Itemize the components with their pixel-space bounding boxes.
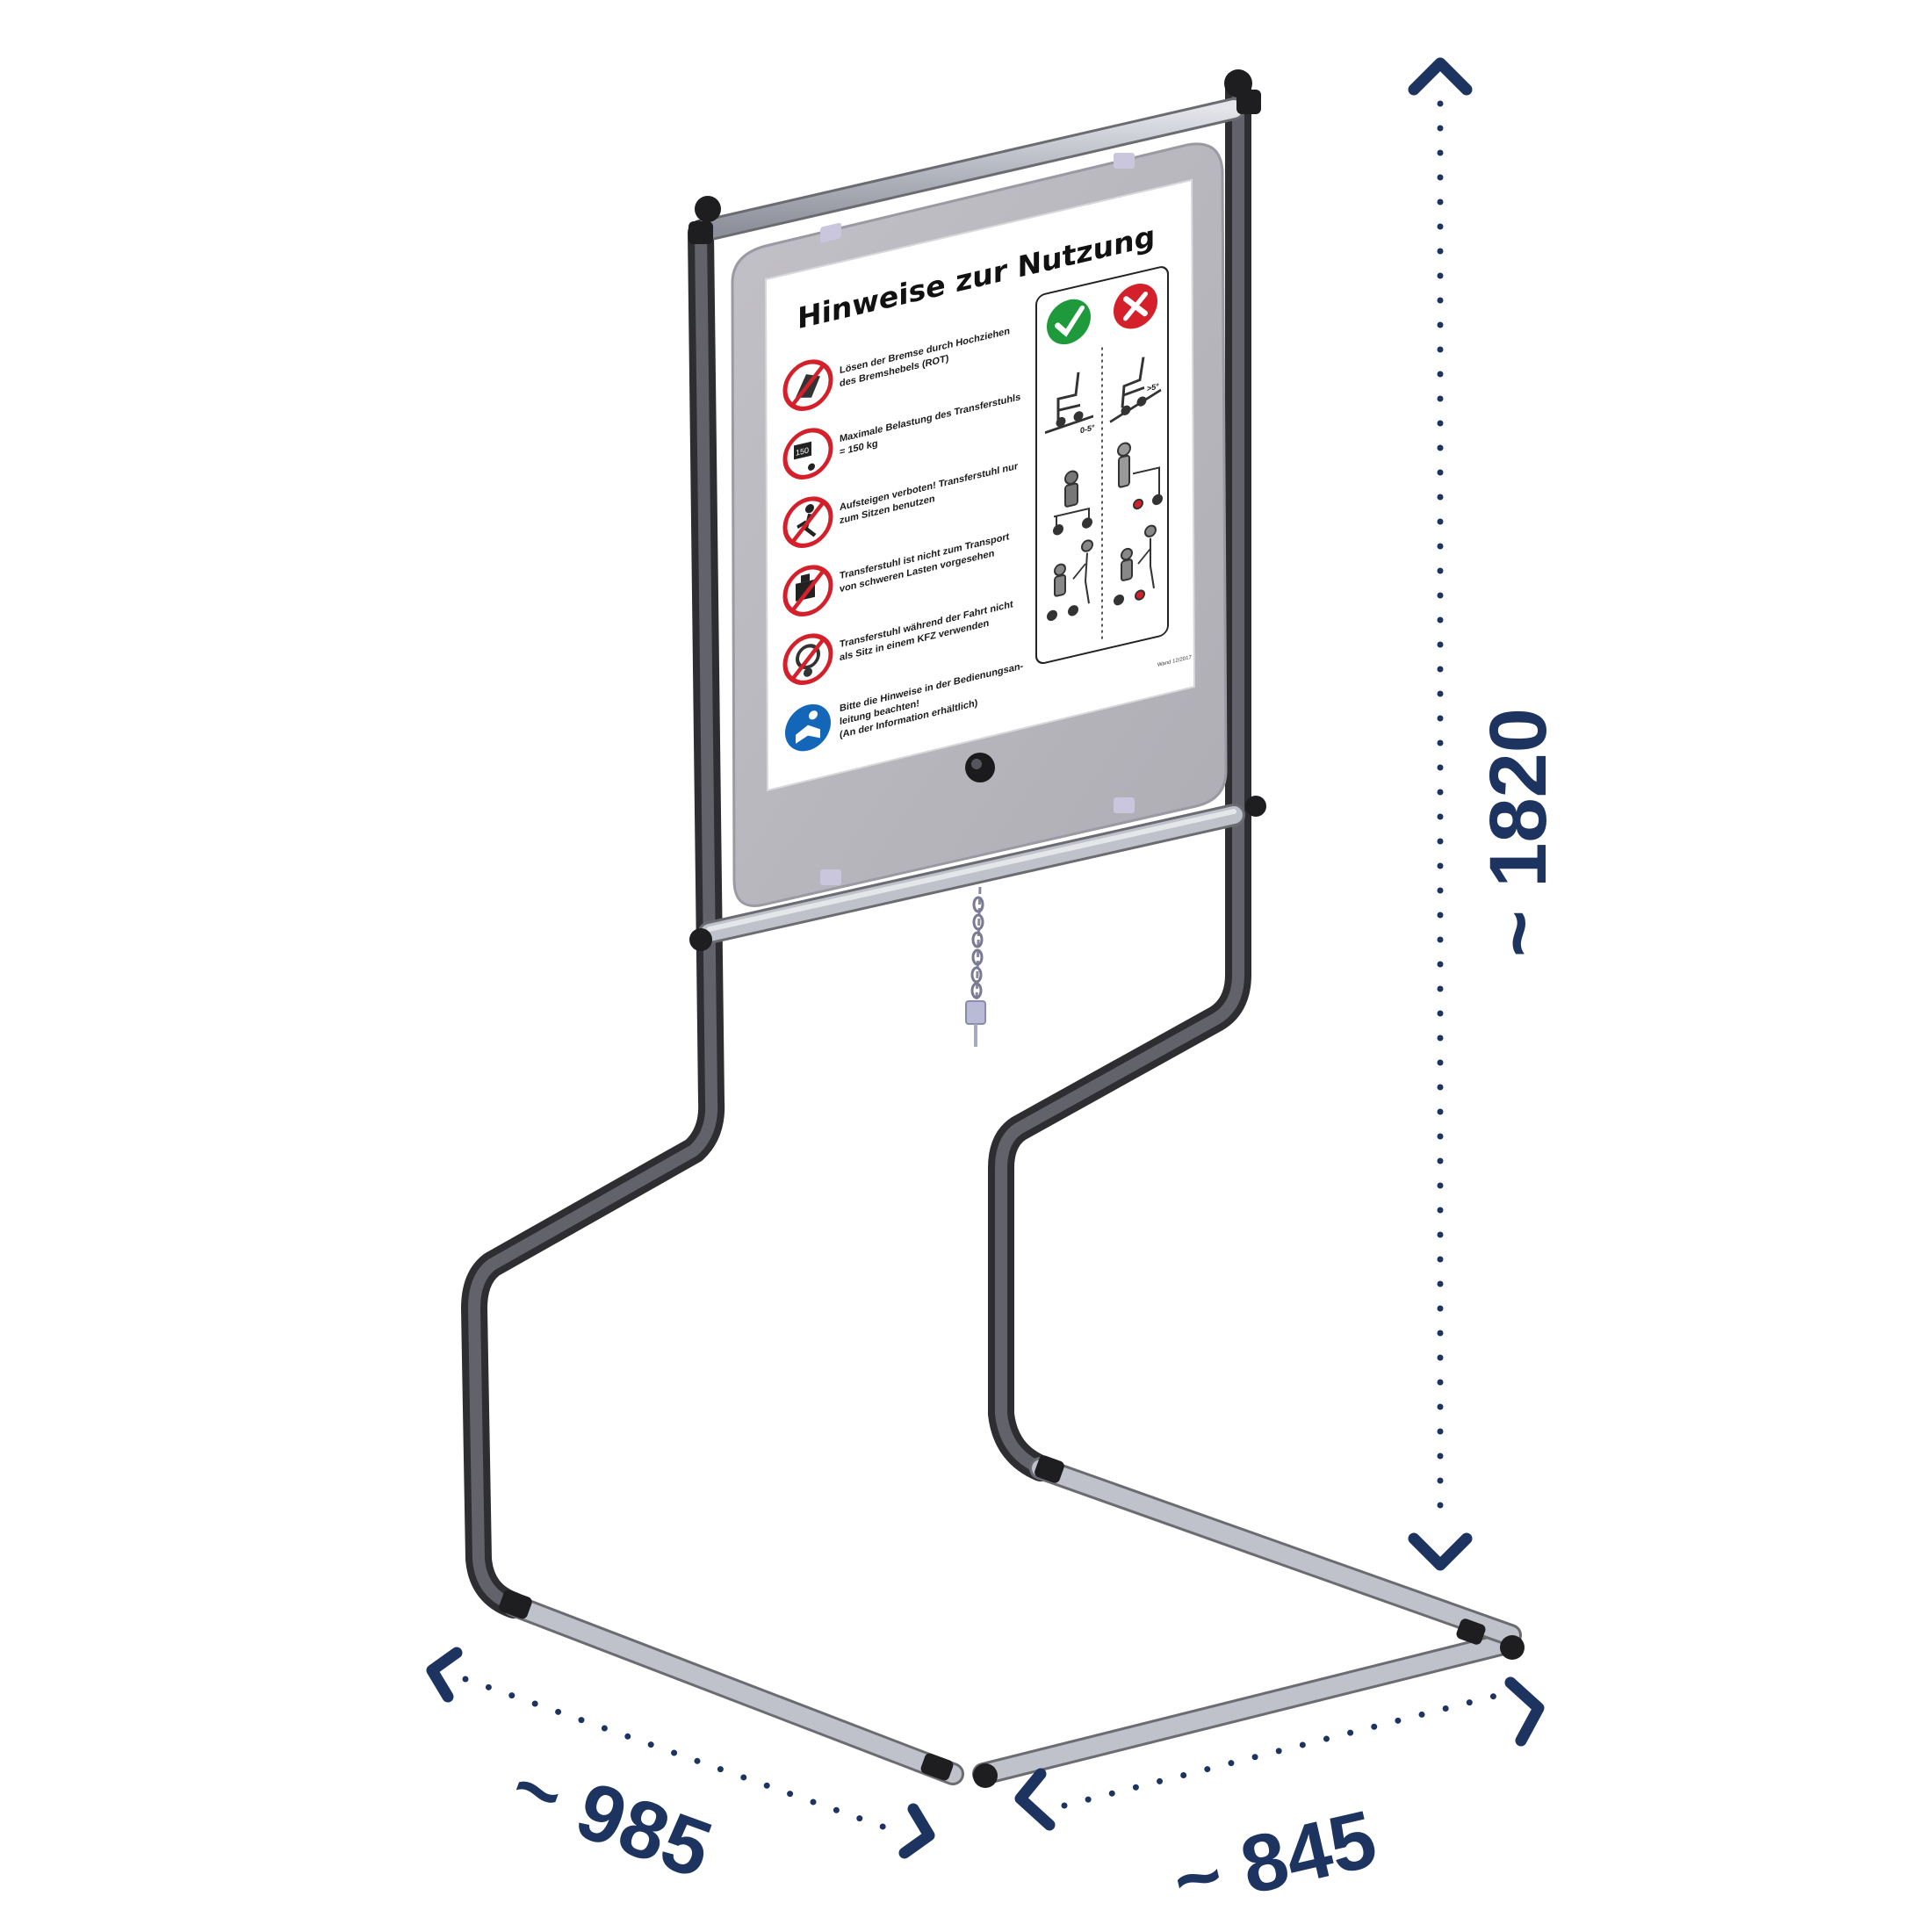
pushed-ok-icon bbox=[1047, 539, 1093, 622]
depth-left-arrow-icon bbox=[1014, 1768, 1056, 1831]
panel-clip bbox=[820, 869, 841, 885]
width-label: ~ 985 bbox=[500, 1741, 723, 1895]
brake-chain bbox=[965, 886, 986, 1047]
panel-clip bbox=[1114, 153, 1135, 169]
panel-clip bbox=[1114, 797, 1135, 813]
width-dimension: ~ 985 bbox=[426, 1647, 935, 1895]
depth-right-arrow-icon bbox=[1504, 1676, 1545, 1747]
connector bbox=[1034, 1455, 1064, 1483]
height-top-arrow-icon bbox=[1408, 57, 1473, 96]
svg-text:>5°: >5° bbox=[1147, 382, 1159, 393]
self-propelled-bad-icon bbox=[1114, 524, 1157, 606]
connector bbox=[689, 928, 712, 951]
left-frame-tube bbox=[461, 220, 725, 1618]
connector bbox=[1236, 90, 1261, 114]
height-dimension: ~ 1820 bbox=[1408, 57, 1563, 1571]
connector bbox=[1456, 1618, 1486, 1645]
connector bbox=[920, 1753, 954, 1781]
connector bbox=[695, 196, 721, 222]
standing-bad-icon bbox=[1117, 442, 1163, 510]
height-label: ~ 1820 bbox=[1474, 708, 1563, 957]
cross-bars bbox=[502, 97, 1522, 1785]
tube-connectors bbox=[499, 69, 1525, 1788]
depth-label: ~ 845 bbox=[1165, 1794, 1385, 1928]
connector bbox=[1500, 1635, 1525, 1660]
connector bbox=[499, 1590, 532, 1619]
sign-panel: Hinweise zur Nutzung Lösen der Bremse du… bbox=[731, 142, 1228, 907]
svg-text:150: 150 bbox=[796, 446, 809, 458]
connector bbox=[973, 1763, 998, 1788]
chain-end-plug bbox=[965, 1000, 986, 1025]
sitting-ok-icon bbox=[1053, 470, 1092, 536]
stand-frame bbox=[461, 75, 1251, 1618]
do-dont-box: 0-5° >5° bbox=[1035, 266, 1169, 665]
panel-clip bbox=[820, 222, 841, 243]
slope-bad-icon bbox=[1109, 357, 1162, 423]
depth-dotted-line bbox=[1061, 1690, 1510, 1809]
connector bbox=[688, 221, 713, 244]
slope-ok-icon bbox=[1044, 371, 1094, 435]
svg-text:0-5°: 0-5° bbox=[1080, 423, 1095, 436]
width-left-arrow-icon bbox=[426, 1647, 463, 1703]
height-bottom-arrow-icon bbox=[1408, 1532, 1473, 1571]
connector bbox=[1245, 796, 1266, 817]
width-right-arrow-icon bbox=[898, 1803, 935, 1859]
depth-dimension: ~ 845 bbox=[1014, 1676, 1545, 1928]
